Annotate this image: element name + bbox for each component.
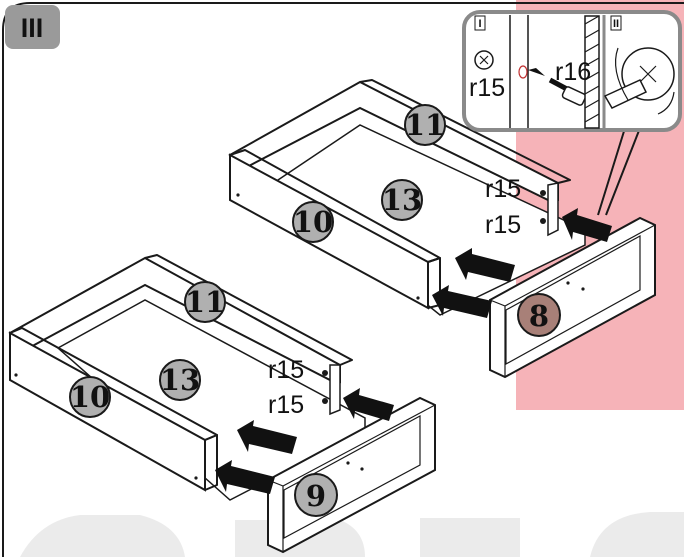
lower-arrow-3 (343, 388, 394, 421)
lower-bottom-number: 13 (160, 363, 200, 397)
step-label: III (21, 13, 44, 43)
dowel-hole (518, 65, 528, 79)
lower-back-badge (184, 281, 226, 323)
detail-inset: I II r15 r16 (462, 10, 682, 132)
upper-back-number: 11 (405, 108, 445, 142)
rotate-arrow-icon (615, 47, 629, 101)
upper-drawer: 11 10 13 8 r15 r15 (228, 79, 656, 379)
upper-side-badge (292, 201, 334, 243)
cam-screw (561, 86, 587, 106)
lower-back-end (329, 364, 341, 416)
upper-arrow-3 (562, 208, 612, 242)
screwdriver-icon (603, 79, 648, 109)
upper-back-badge (404, 104, 446, 146)
upper-bottom-badge (381, 179, 423, 221)
upper-arrow-1 (455, 248, 515, 282)
upper-front-badge (517, 293, 561, 337)
lower-arrow-1 (237, 420, 297, 454)
inset-hole-label: r15 (469, 74, 505, 102)
lower-hole-bottom-label: r15 (268, 391, 304, 419)
upper-back-end (547, 182, 559, 237)
inset-panel-1-label: I (478, 18, 481, 30)
upper-side-number: 10 (293, 205, 333, 239)
upper-bottom-number: 13 (382, 183, 422, 217)
lower-arrow-2 (215, 460, 275, 494)
step-badge: III (5, 5, 60, 49)
inset-panel-2-label: II (613, 18, 619, 30)
upper-front-number: 8 (529, 299, 549, 333)
upper-arrow-2 (432, 285, 492, 318)
inset-leader (597, 127, 641, 216)
insert-arrow-icon (528, 68, 545, 76)
watermark-shape-4 (590, 512, 684, 557)
lower-hole-top-label: r15 (268, 356, 304, 384)
inset-screw-label: r16 (555, 58, 591, 86)
lower-front-number: 9 (306, 479, 326, 513)
lower-side-number: 10 (70, 380, 110, 414)
lower-side-badge (69, 376, 111, 418)
watermark-shape-3 (420, 518, 520, 557)
lower-bottom-badge (159, 359, 201, 401)
lower-front-badge (294, 473, 338, 517)
upper-hole-bottom-label: r15 (485, 211, 521, 239)
upper-hole-top-label: r15 (485, 175, 521, 203)
lower-drawer: 11 10 13 9 r15 r15 (8, 254, 436, 554)
watermark-shape-1 (20, 515, 185, 557)
lower-back-number: 11 (185, 285, 225, 319)
upper-front-panel (489, 216, 656, 379)
